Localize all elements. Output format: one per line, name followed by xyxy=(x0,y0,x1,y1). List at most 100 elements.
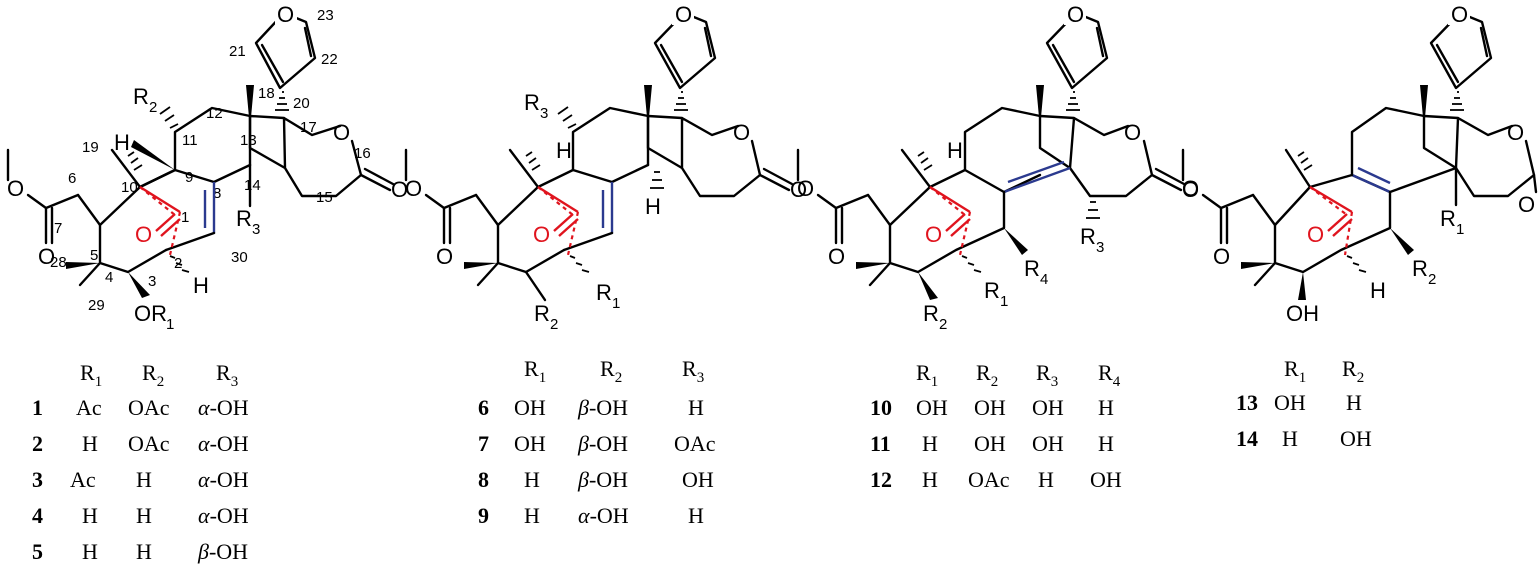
cell: OAc xyxy=(128,431,170,456)
r1-label: R xyxy=(984,278,1000,303)
compound-number: 10 xyxy=(870,395,892,420)
cell: H xyxy=(524,503,540,528)
lactone-oxygen: O xyxy=(1507,120,1524,145)
header-r2: R2 xyxy=(142,360,164,390)
atom-number: 12 xyxy=(206,105,223,122)
cell: β-OH xyxy=(197,539,248,564)
cell: α-OH xyxy=(198,467,249,492)
atom-number: 17 xyxy=(300,119,317,136)
cell: H xyxy=(82,503,98,528)
header-r3: R3 xyxy=(216,360,238,390)
cell: OAc xyxy=(128,395,170,420)
structure-4: O O O R 1 R 2 O O O OH H xyxy=(1181,2,1538,326)
ester-oxygen: O xyxy=(1182,176,1199,201)
cell: β-OH xyxy=(577,467,628,492)
r2-subscript: 2 xyxy=(939,316,947,333)
atom-number: 13 xyxy=(240,132,257,149)
atom-number: 30 xyxy=(231,249,248,266)
r2-subscript: 2 xyxy=(1428,271,1436,288)
cell: β-OH xyxy=(577,431,628,456)
atom-number: 3 xyxy=(148,273,156,290)
cell: OAc xyxy=(674,431,716,456)
atom-number: 5 xyxy=(90,247,98,264)
r3-label: R xyxy=(1080,224,1096,249)
cell: OH xyxy=(974,431,1006,456)
r2-label: R xyxy=(534,301,550,326)
cell: H xyxy=(524,467,540,492)
ester-carbonyl-oxygen: O xyxy=(436,244,453,269)
cell: OH xyxy=(1090,467,1122,492)
cell: H xyxy=(1282,426,1298,451)
r2-label: R xyxy=(1412,256,1428,281)
ester-oxygen: O xyxy=(405,176,422,201)
lactone-carbonyl-oxygen: O xyxy=(1518,192,1535,217)
cell: H xyxy=(1098,431,1114,456)
atom-number: 2 xyxy=(174,255,182,272)
compound-number: 11 xyxy=(870,431,891,456)
atom-number: 22 xyxy=(321,51,338,68)
ester-carbonyl-oxygen: O xyxy=(828,244,845,269)
bridge-carbonyl-oxygen: O xyxy=(925,222,942,247)
compound-number: 13 xyxy=(1236,390,1258,415)
compound-number: 6 xyxy=(478,395,489,420)
lactone-carbonyl-oxygen: O xyxy=(790,177,807,202)
atom-number: 10 xyxy=(121,179,138,196)
atom-number: 15 xyxy=(316,189,333,206)
cell: H xyxy=(1038,467,1054,492)
header-r4: R4 xyxy=(1098,360,1121,390)
ester-oxygen: O xyxy=(797,176,814,201)
cell: α-OH xyxy=(198,395,249,420)
cell: OH xyxy=(514,395,546,420)
cell: H xyxy=(1098,395,1114,420)
atom-number: 6 xyxy=(68,170,76,187)
bridge-carbonyl-oxygen: O xyxy=(135,222,152,247)
cell: H xyxy=(82,539,98,564)
compound-number: 14 xyxy=(1236,426,1258,451)
compound-number: 8 xyxy=(478,467,489,492)
lactone-oxygen: O xyxy=(733,120,750,145)
substituent-table-4: R1 R2 13 OH H 14 H OH xyxy=(1236,356,1372,451)
cell: H xyxy=(922,431,938,456)
compound-number: 12 xyxy=(870,467,892,492)
atom-number: 20 xyxy=(293,95,310,112)
cell: H xyxy=(136,503,152,528)
lactone-oxygen: O xyxy=(1124,120,1141,145)
structure-1: O 23 21 22 20 O O 17 16 15 18 13 14 12 1… xyxy=(6,2,408,333)
compound-number: 1 xyxy=(32,395,43,420)
ester-carbonyl-oxygen: O xyxy=(1213,244,1230,269)
or1-subscript: 1 xyxy=(166,316,174,333)
r1-subscript: 1 xyxy=(1000,293,1008,310)
atom-number: 9 xyxy=(185,169,193,186)
compound-number: 4 xyxy=(32,503,43,528)
r1-subscript: 1 xyxy=(1456,221,1464,238)
substituent-table-3: R1 R2 R3 R4 10 OH OH OH H 11 H OH OH H 1… xyxy=(870,360,1122,492)
r2-label: R xyxy=(923,301,939,326)
substituent-table-2: R1 R2 R3 6 OH β-OH H 7 OH β-OH OAc 8 H β… xyxy=(478,356,716,528)
cell: β-OH xyxy=(577,395,628,420)
compound-number: 3 xyxy=(32,467,43,492)
cell: H xyxy=(922,467,938,492)
atom-number: 7 xyxy=(54,220,62,237)
r3-label: R xyxy=(236,206,252,231)
furan-oxygen-2: O xyxy=(675,2,692,27)
atom-number: 14 xyxy=(244,177,261,194)
or1-label: OR xyxy=(134,301,167,326)
header-r2: R2 xyxy=(600,356,622,386)
bridge-carbonyl-oxygen: O xyxy=(1307,222,1324,247)
h2-label: H xyxy=(1370,278,1386,303)
cell: H xyxy=(688,395,704,420)
r4-label: R xyxy=(1024,256,1040,281)
compound-number: 7 xyxy=(478,431,489,456)
h9-label: H xyxy=(114,130,130,155)
r2-subscript: 2 xyxy=(149,99,157,116)
header-r3: R3 xyxy=(682,356,704,386)
carbonyl-oxygen-16: O xyxy=(391,177,408,202)
cell: α-OH xyxy=(198,431,249,456)
cell: α-OH xyxy=(578,503,629,528)
substituent-table-1: R1 R2 R3 1 Ac OAc α-OH 2 H OAc α-OH 3 Ac… xyxy=(32,360,249,564)
atom-number: 29 xyxy=(88,297,105,314)
cell: OH xyxy=(1032,395,1064,420)
compound-number: 9 xyxy=(478,503,489,528)
atom-number: 28 xyxy=(50,254,67,271)
